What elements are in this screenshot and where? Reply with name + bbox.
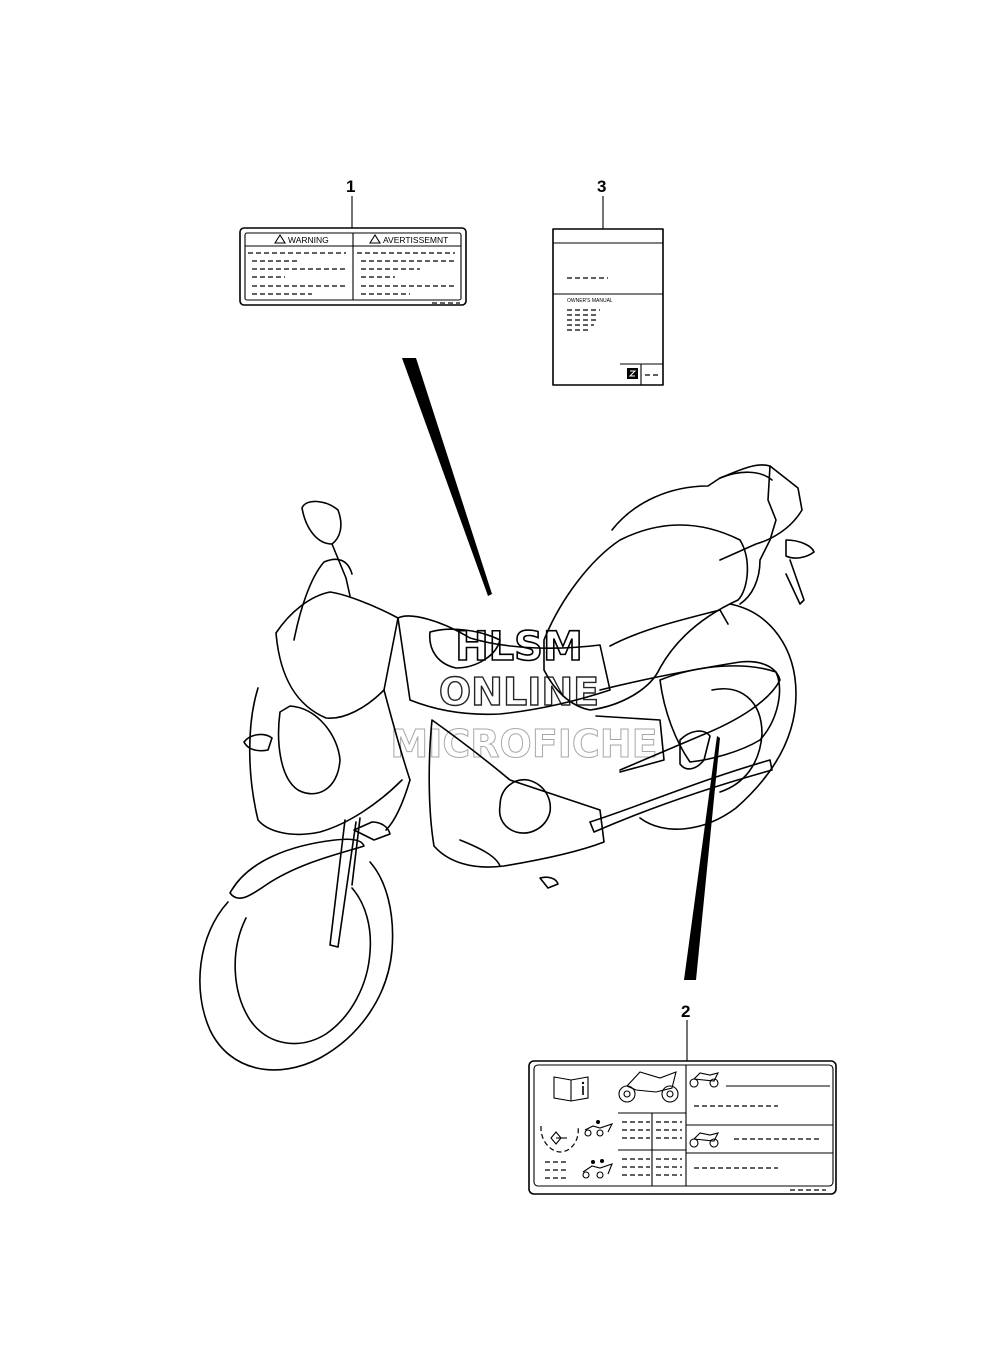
rider-icon	[582, 1159, 613, 1179]
chain-icon	[540, 1125, 579, 1153]
suzuki-logo-icon	[627, 368, 638, 379]
watermark: HLSM ONLINE MICROFICHE	[390, 623, 658, 766]
manual-title: OWNER'S MANUAL	[567, 298, 613, 304]
motorcycle-icon	[689, 1072, 720, 1088]
warning-triangle-icon	[369, 233, 381, 244]
warning-label: WARNING AVERTISSEMNT	[239, 227, 467, 306]
callout-2: 2	[681, 1002, 690, 1021]
leader-item2	[684, 736, 720, 1061]
warning-text-lines	[248, 252, 460, 304]
watermark-line2: ONLINE	[439, 670, 599, 714]
leader-item1	[351, 196, 492, 596]
callout-1: 1	[346, 177, 355, 196]
info-label	[528, 1060, 837, 1195]
info-text-lines	[545, 1085, 830, 1191]
callout-3: 3	[597, 177, 606, 196]
owners-manual: OWNER'S MANUAL	[552, 228, 664, 386]
watermark-line1: HLSM	[455, 624, 583, 670]
rider-icon	[584, 1120, 614, 1137]
book-info-icon	[553, 1076, 589, 1102]
avertissement-header: AVERTISSEMNT	[383, 235, 448, 245]
motorcycle-outline	[199, 464, 815, 1071]
motorcycle-icon	[689, 1132, 720, 1148]
motorcycle-icon	[618, 1071, 679, 1103]
warning-header: WARNING	[288, 235, 329, 245]
warning-triangle-icon	[274, 233, 286, 244]
watermark-line3: MICROFICHE	[390, 722, 657, 766]
